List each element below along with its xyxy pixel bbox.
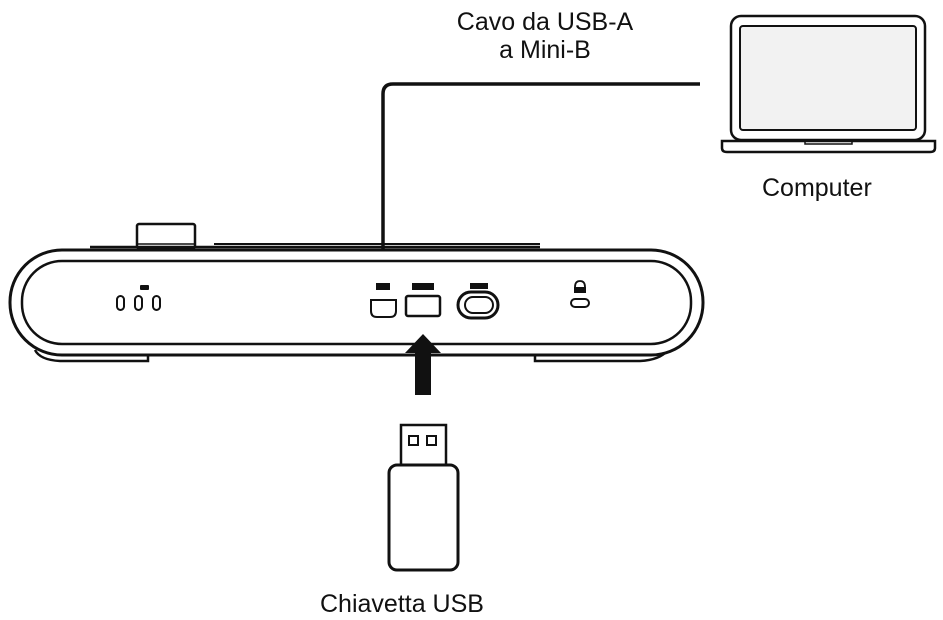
computer-label: Computer <box>762 174 872 202</box>
lock-slot-icon <box>570 280 590 308</box>
laptop-icon <box>720 14 937 154</box>
led-indicators-icon <box>116 285 161 311</box>
usb-cable <box>381 82 700 262</box>
usb-a-port-icon <box>404 283 442 318</box>
audio-interface-body <box>8 248 705 357</box>
usb-stick-label: Chiavetta USB <box>320 590 484 618</box>
cable-label-line2: a Mini-B <box>499 36 591 64</box>
device-top <box>90 222 540 250</box>
cable-label-line1: Cavo da USB-A <box>456 8 634 36</box>
arrow-up-icon <box>405 334 441 395</box>
wifi-button-icon <box>456 283 500 320</box>
cable-label: Cavo da USB-A a Mini-B <box>420 8 670 64</box>
usb-stick-icon <box>387 423 460 572</box>
mini-usb-port-icon <box>370 283 397 318</box>
